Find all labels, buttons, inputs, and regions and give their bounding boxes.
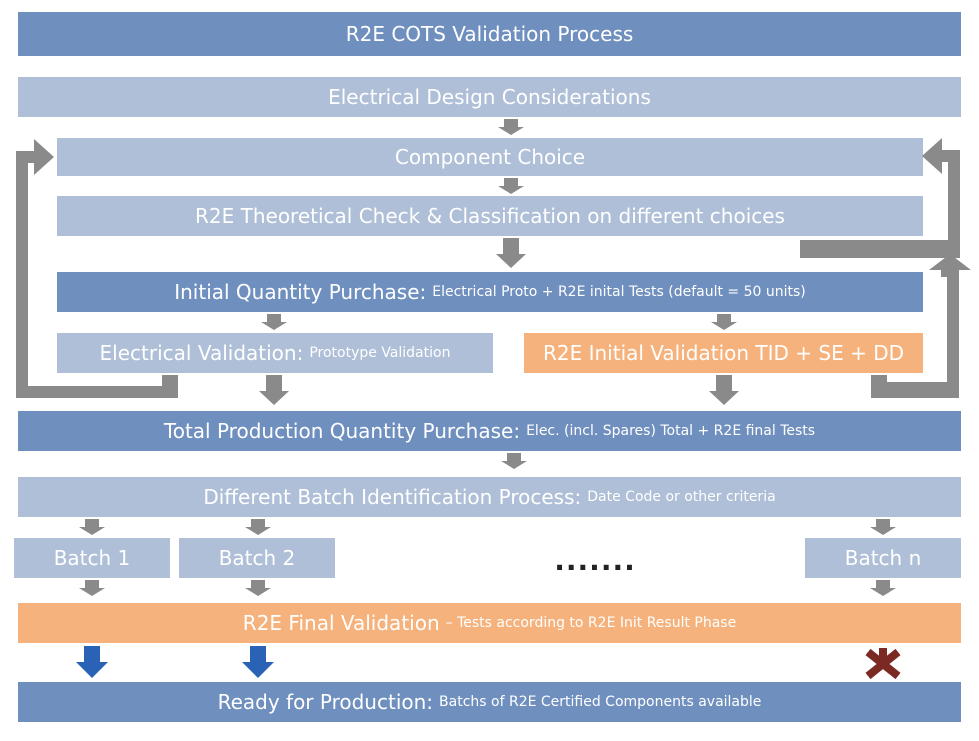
initial-purchase-detail: Electrical Proto + R2E inital Tests (def… <box>432 284 806 300</box>
total-purchase-title: Total Production Quantity Purchase: <box>163 419 521 443</box>
design-considerations-box: Electrical Design Considerations <box>18 77 961 117</box>
electrical-validation-title: Electrical Validation: <box>99 341 304 365</box>
arrow-design-to-choice <box>498 119 524 135</box>
r2e-final-validation-detail: – Tests according to R2E Init Result Pha… <box>445 615 737 631</box>
arrow-batchid-to-batch1 <box>79 519 105 535</box>
arrow-total-to-batch-id <box>501 453 527 469</box>
feedback-loop-left <box>16 139 178 398</box>
down-arrow-blue-icon <box>242 646 274 678</box>
batch-identification-box: Different Batch Identification Process: … <box>18 477 961 517</box>
arrow-batch2-to-final <box>245 580 271 596</box>
feedback-loop-r2e-initial <box>871 254 971 398</box>
component-choice-box: Component Choice <box>57 138 923 176</box>
total-purchase-box: Total Production Quantity Purchase: Elec… <box>18 411 961 451</box>
x-cross-red-icon <box>865 648 901 680</box>
r2e-initial-validation-box: R2E Initial Validation TID + SE + DD <box>524 333 923 373</box>
ready-title: Ready for Production: <box>217 690 434 714</box>
batch-1-label: Batch 1 <box>53 546 131 570</box>
arrow-initial-to-r2e-initial <box>711 314 737 330</box>
design-considerations-title: Electrical Design Considerations <box>328 85 651 109</box>
r2e-final-validation-box: R2E Final Validation – Tests according t… <box>18 603 961 643</box>
arrow-electrical-to-total <box>259 375 289 405</box>
total-purchase-detail: Elec. (incl. Spares) Total + R2E final T… <box>526 423 816 439</box>
batch-ellipsis: ....... <box>554 543 636 577</box>
electrical-validation-detail: Prototype Validation <box>309 345 451 361</box>
arrow-batch1-to-final <box>79 580 105 596</box>
r2e-initial-validation-title: R2E Initial Validation TID + SE + DD <box>542 341 905 365</box>
electrical-validation-box: Electrical Validation: Prototype Validat… <box>57 333 493 373</box>
arrow-batchid-to-batch2 <box>245 519 271 535</box>
feedback-loop-theoretical <box>800 138 960 258</box>
batch-identification-detail: Date Code or other criteria <box>587 489 776 505</box>
batch-1-box: Batch 1 <box>14 538 170 578</box>
batch-identification-title: Different Batch Identification Process: <box>203 485 582 509</box>
arrow-batchid-to-batchn <box>870 519 896 535</box>
batch-2-box: Batch 2 <box>179 538 335 578</box>
arrow-batchn-to-final <box>870 580 896 596</box>
theoretical-check-box: R2E Theoretical Check & Classification o… <box>57 196 923 236</box>
arrow-choice-to-check <box>498 178 524 194</box>
theoretical-check-title: R2E Theoretical Check & Classification o… <box>195 204 785 228</box>
arrow-check-to-initial <box>496 238 526 268</box>
component-choice-title: Component Choice <box>394 145 586 169</box>
arrow-r2e-initial-to-total <box>709 375 739 405</box>
down-arrow-blue-icon <box>76 646 108 678</box>
batch-n-label: Batch n <box>844 546 922 570</box>
batch-2-label: Batch 2 <box>218 546 296 570</box>
ready-box: Ready for Production: Batchs of R2E Cert… <box>18 682 961 722</box>
initial-purchase-box: Initial Quantity Purchase: Electrical Pr… <box>57 272 923 312</box>
arrow-initial-to-electrical <box>261 314 287 330</box>
header-title: R2E COTS Validation Process <box>345 22 634 46</box>
batch-n-box: Batch n <box>805 538 961 578</box>
header-title-box: R2E COTS Validation Process <box>18 12 961 56</box>
ready-detail: Batchs of R2E Certified Components avail… <box>439 694 762 710</box>
r2e-final-validation-title: R2E Final Validation <box>242 611 440 635</box>
initial-purchase-title: Initial Quantity Purchase: <box>174 280 427 304</box>
